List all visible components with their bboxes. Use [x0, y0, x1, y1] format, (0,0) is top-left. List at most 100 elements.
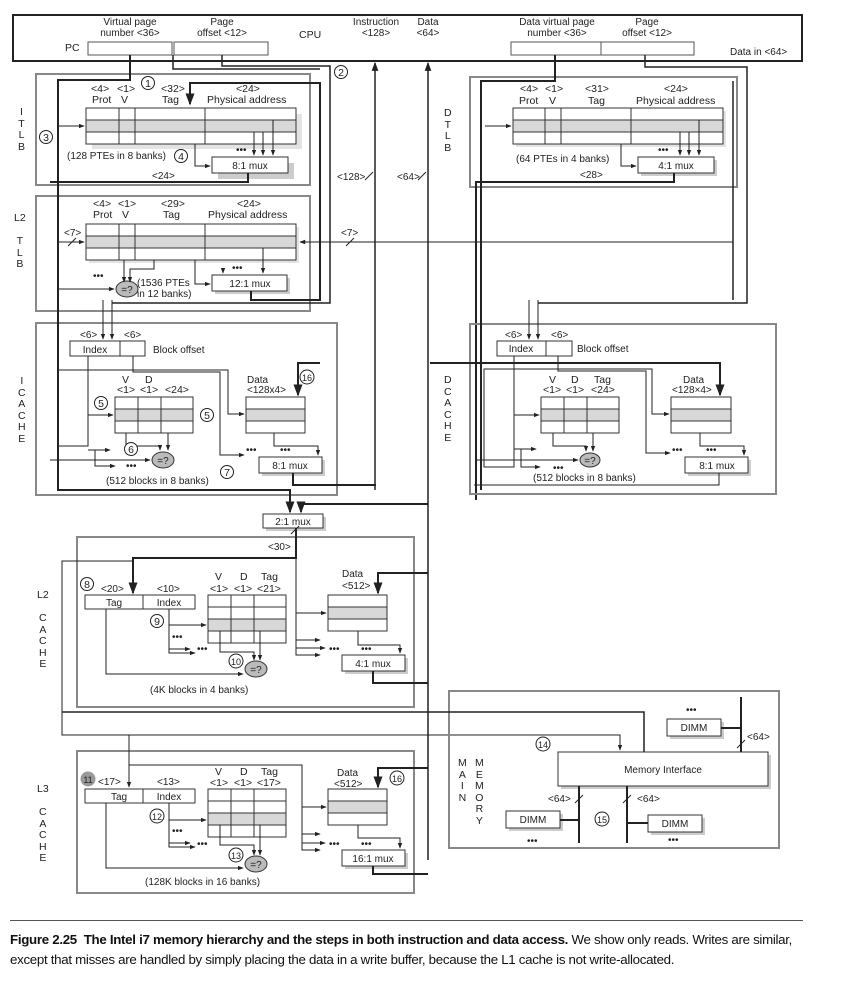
dtlb-capacity: (64 PTEs in 4 banks)	[516, 154, 609, 165]
itlb-tag-width: <32>	[161, 83, 185, 95]
icache-index-width: <6>	[80, 330, 97, 341]
itlb-capacity: (128 PTEs in 8 banks)	[67, 151, 166, 162]
bus-width-top: <64>	[747, 732, 770, 743]
icache-d-width: <1>	[140, 384, 158, 396]
l3cache-tag-array	[207, 788, 287, 838]
l2tlb-compare-label: =?	[121, 285, 133, 296]
l3cache-tagf-width: <17>	[257, 777, 281, 789]
bus-width-right: <64>	[637, 794, 660, 805]
icache-data-width: <128x4>	[247, 385, 286, 396]
dcache-v-label: V	[549, 374, 556, 386]
bus-width-left: <64>	[548, 794, 571, 805]
step-16b: 16	[389, 770, 405, 786]
l2-mux-width: <30>	[268, 542, 291, 553]
dcache-block: <6> <6> Index Block offset V D Tag <1> <…	[430, 300, 777, 495]
step-2: 2	[334, 65, 348, 79]
instruction-text: Instruction<128>	[353, 17, 399, 39]
data-label: Data<64>	[417, 17, 440, 39]
step-1-label: 1	[145, 78, 151, 90]
dcache-block-offset-label: Block offset	[577, 344, 629, 355]
l3cache-block: <17> <13> Tag Index V D Tag <1> <1> <17>…	[76, 735, 428, 894]
itlb-fields: <4> <1> <32> <24> Prot V Tag Physical ad…	[91, 83, 286, 106]
dcache-v-width: <1>	[543, 384, 561, 396]
dtlb-prot-label: Prot	[519, 95, 538, 107]
dcache-capacity: (512 blocks in 8 banks)	[533, 473, 636, 484]
step-14: 14	[535, 736, 551, 752]
step-6-label: 6	[128, 444, 134, 456]
icache-ellipsis-2: •••	[246, 445, 257, 456]
dtlb-tag-label: Tag	[588, 95, 605, 107]
icache-v-label: V	[122, 374, 129, 386]
l2tlb-mux: 12:1 mux	[211, 274, 290, 294]
icache-tag-array	[114, 396, 194, 434]
icache-v-width: <1>	[117, 384, 135, 396]
l2cache-block: <20> <10> Tag Index V D Tag <1> <1> <21>…	[61, 528, 621, 742]
caption-title: The Intel i7 memory hierarchy and the st…	[83, 932, 569, 947]
itlb-pa-width: <24>	[236, 83, 260, 95]
memory-interface: Memory Interface	[557, 751, 771, 789]
icache-compare-label: =?	[157, 456, 169, 467]
l2tlb-v-label: V	[122, 209, 129, 221]
l2-mux: 2:1 mux <30>	[262, 513, 326, 553]
dimm-right-label: DIMM	[662, 819, 689, 830]
l3cache-v-width: <1>	[210, 777, 228, 789]
itlb-block: <4> <1> <32> <24> Prot V Tag Physical ad…	[35, 73, 311, 186]
step-6: 6	[124, 442, 138, 456]
dtlb-pa-label: Physical address	[636, 95, 715, 107]
itlb-out-width: <24>	[152, 171, 175, 182]
l2tlb-capacity-1: (1536 PTEs	[137, 278, 190, 289]
dtlb-index-width: <7>	[341, 228, 358, 239]
l2cache-data-label: Data	[342, 569, 364, 580]
l2cache-d-label: D	[240, 571, 248, 583]
l2tlb-table	[85, 223, 299, 263]
step-markers: 1 2 3 4 5 5 6 7 8 9 10 11 12 13 14 15 16…	[39, 65, 610, 863]
itlb-tag-label: Tag	[162, 94, 179, 106]
l2tlb-index-width: <7>	[64, 228, 81, 239]
itlb-v-label: V	[121, 94, 128, 106]
step-12: 12	[149, 808, 165, 824]
pc-offset-field	[173, 41, 269, 56]
l2cache-tagf-label: Tag	[261, 571, 278, 583]
l2tlb-compare: =?	[115, 280, 139, 298]
l2tlb-tag-width: <29>	[161, 198, 185, 210]
l3cache-d-label: D	[240, 766, 248, 778]
icache-mux-label: 8:1 mux	[272, 461, 308, 472]
icache-data-array	[245, 396, 306, 434]
dcache-compare-label: =?	[584, 456, 596, 467]
itlb-pa-label: Physical address	[207, 94, 286, 106]
dcache-mux: 8:1 mux	[684, 456, 751, 476]
icache-d-label: D	[145, 374, 153, 386]
step-8-label: 8	[84, 579, 90, 591]
dtlb-side-label: D T L B	[444, 107, 452, 154]
caption-body: We show only reads. Writes are similar, …	[10, 932, 793, 967]
dcache-tag-label: Tag	[594, 374, 611, 386]
l3cache-mux: 16:1 mux	[341, 849, 408, 869]
l3cache-ellipsis-2: •••	[197, 839, 208, 850]
l3cache-index-label: Index	[157, 792, 181, 803]
l2cache-data-width: <512>	[342, 581, 371, 592]
step-5b-label: 5	[204, 410, 210, 422]
l2tlb-block: <4> <1> <29> <24> Prot V Tag Physical ad…	[35, 82, 321, 312]
icache-data-label: Data	[247, 375, 269, 386]
itlb-ellipsis: •••	[236, 145, 247, 156]
dimm-left: DIMM •••	[505, 810, 563, 847]
dtlb-tag-width: <31>	[585, 83, 609, 95]
l3cache-capacity: (128K blocks in 16 banks)	[145, 877, 260, 888]
l3cache-side-label: L3 C A C H E	[37, 783, 49, 864]
dtlb-v-label: V	[549, 95, 556, 107]
dtlb-prot-width: <4>	[520, 83, 538, 95]
l2cache-ellipsis-2: •••	[197, 644, 208, 655]
step-12-label: 12	[152, 812, 162, 822]
step-9: 9	[150, 614, 164, 628]
l2tlb-mux-ellipsis: •••	[232, 263, 243, 274]
l3cache-data-array	[327, 788, 388, 826]
itlb-side-label: I T L B	[18, 106, 26, 153]
icache-ellipsis-3: •••	[280, 445, 291, 456]
l2tlb-pa-width: <24>	[237, 198, 261, 210]
memory-interface-label: Memory Interface	[624, 765, 702, 776]
dimm-top-ellipsis: •••	[686, 705, 697, 716]
step-13: 13	[228, 847, 244, 863]
l2cache-tag-label: Tag	[106, 598, 122, 609]
